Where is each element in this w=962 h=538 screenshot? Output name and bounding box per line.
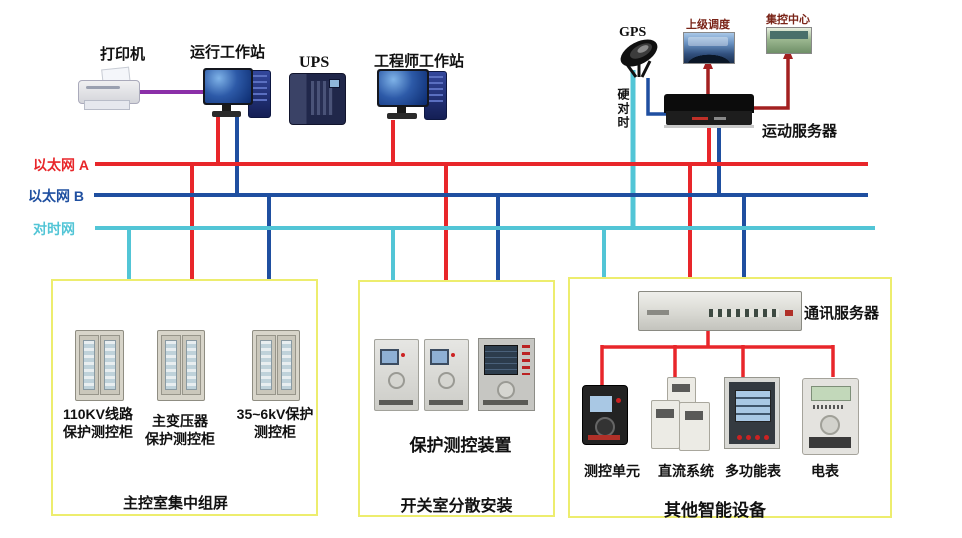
printer-label: 打印机	[100, 46, 146, 63]
cabinet-110kv-image	[75, 330, 124, 401]
control-center-photo	[766, 27, 812, 54]
comm-server-label: 通讯服务器	[804, 305, 880, 322]
measure-control-unit-image	[582, 385, 628, 445]
hard-time-sync-label: 硬对时	[616, 88, 630, 130]
middle-panel-caption: 开关室分散安装	[400, 498, 513, 515]
dc-system-image	[650, 377, 710, 451]
dispatch-label: 上级调度	[686, 19, 730, 31]
left-panel-caption: 主控室集中组屏	[122, 495, 228, 512]
engineer-workstation-image	[377, 69, 447, 122]
multifunction-meter-image	[724, 377, 780, 449]
protection-device-3-image	[478, 338, 535, 411]
ethernet-b-label: 以太网 B	[28, 188, 84, 204]
engineer-ws-label: 工程师工作站	[374, 53, 465, 70]
comm-server-image	[638, 291, 802, 331]
ethernet-a-label: 以太网 A	[33, 157, 89, 173]
operator-ws-label: 运行工作站	[190, 44, 266, 61]
time-sync-net-label: 对时网	[33, 221, 75, 237]
cabinet-transformer-label: 主变压器保护测控柜	[145, 413, 215, 447]
energy-meter-label: 电表	[811, 463, 839, 479]
multifunction-label: 多功能表	[725, 463, 781, 479]
operator-workstation-image	[203, 68, 271, 120]
cabinet-35kv-label: 35~6kV保护测控柜	[236, 406, 314, 440]
control-center-label: 集控中心	[766, 14, 810, 26]
dispatch-photo	[683, 32, 735, 64]
cabinet-35kv-image	[252, 330, 300, 401]
right-panel-caption: 其他智能设备	[664, 501, 766, 520]
ups-label: UPS	[299, 54, 330, 71]
motion-server-label: 运动服务器	[762, 123, 838, 140]
dc-system-label: 直流系统	[658, 463, 714, 479]
ups-image	[289, 73, 346, 125]
cabinet-110kv-label: 110KV线路保护测控柜	[62, 406, 134, 440]
middle-panel-device-label: 保护测控装置	[409, 436, 512, 455]
energy-meter-image	[802, 378, 859, 455]
motion-server-image	[664, 94, 754, 128]
mcu-label: 测控单元	[584, 463, 640, 479]
gps-label: GPS	[619, 25, 647, 40]
protection-device-2-image	[424, 339, 469, 411]
printer-image	[78, 66, 140, 110]
cabinet-transformer-image	[157, 330, 205, 401]
gps-antenna-image	[616, 37, 662, 79]
protection-device-1-image	[374, 339, 419, 411]
